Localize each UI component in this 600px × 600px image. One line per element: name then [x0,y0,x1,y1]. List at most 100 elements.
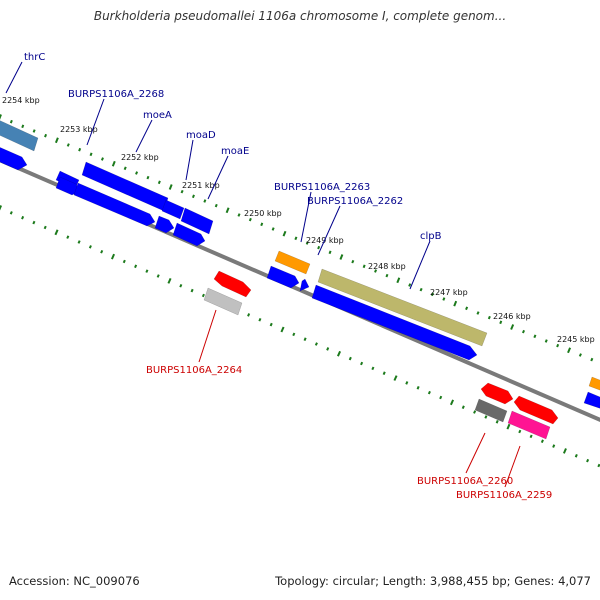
upper-scale-tick [100,157,104,161]
gene-rev-1[interactable] [0,143,28,171]
upper-scale-tick [499,320,503,325]
lower-scale-tick [292,332,296,337]
tick-label-2254: 2254 kbp [2,96,40,105]
lower-scale-tick [9,211,13,215]
tick-label-2253: 2253 kbp [60,125,98,134]
lower-scale-tick [540,439,544,443]
upper-scale-tick [248,217,252,222]
gene-lower-red-2[interactable] [480,382,514,405]
lower-scale-tick [427,390,431,395]
upper-scale-tick [21,124,25,129]
gene-label-burps-2268[interactable]: BURPS1106A_2268 [68,89,164,100]
gene-label-burps-2263[interactable]: BURPS1106A_2263 [274,182,370,193]
leader-moaD [185,139,194,181]
upper-scale-tick [294,236,298,241]
gene-burps-2260[interactable] [474,398,508,423]
upper-scale-tick [168,184,173,190]
lower-scale-tick [77,240,81,244]
upper-scale-tick [317,245,321,250]
gene-rev-4[interactable] [154,215,175,234]
gene-edge-right[interactable] [588,376,600,392]
leader-burps-2264 [198,309,217,363]
lower-scale-tick [416,386,420,390]
upper-scale-tick [146,175,150,180]
lower-scale-tick [336,350,342,357]
lower-scale-tick [597,463,600,468]
gene-label-burps-2262[interactable]: BURPS1106A_2262 [307,196,403,207]
gene-moaE[interactable] [180,207,214,235]
gene-rev-5[interactable] [172,222,206,247]
lower-scale-tick [145,269,149,273]
lower-scale-tick [506,423,511,430]
lower-scale-tick [405,381,409,385]
gene-label-burps-2260[interactable]: BURPS1106A_2260 [417,476,513,487]
lower-scale-tick [280,326,285,333]
upper-scale-tick [567,347,572,354]
gene-burps-2263[interactable] [274,250,311,275]
gene-rev-8[interactable] [311,284,478,361]
lower-scale-tick [529,434,533,439]
upper-scale-tick [465,306,469,311]
gene-label-moaE[interactable]: moaE [221,146,249,157]
lower-scale-tick [43,225,47,230]
gene-label-moaD[interactable]: moaD [186,130,216,141]
upper-scale-tick [419,287,423,292]
gene-lower-red-1[interactable] [213,270,252,298]
gene-lower-red-3[interactable] [513,395,559,425]
lower-scale-tick [110,253,116,260]
upper-scale-tick [237,213,241,217]
lower-scale-tick [552,444,556,448]
lower-scale-tick [201,293,205,298]
tick-label-2246: 2246 kbp [493,312,531,321]
upper-scale-tick [180,189,184,194]
lower-scale-tick [371,366,375,371]
upper-scale-tick [430,292,434,297]
upper-scale-tick [442,297,446,301]
gene-moaD[interactable] [161,199,185,220]
upper-scale-tick [351,259,355,264]
lower-scale-tick [100,249,104,254]
tick-label-2252: 2252 kbp [121,153,159,162]
tick-label-2245: 2245 kbp [557,335,595,344]
lower-scale-tick [574,454,578,458]
gene-label-moeA[interactable]: moeA [143,110,172,121]
upper-scale-tick [339,254,344,260]
lower-scale-tick [32,220,36,225]
upper-scale-tick [44,133,48,138]
gene-rev-3[interactable] [73,182,156,227]
upper-scale-tick [556,343,560,348]
upper-scale-tick [305,241,309,245]
lower-scale-tick [495,420,499,424]
gene-clpB[interactable] [317,268,488,347]
gene-rev-7[interactable] [299,278,310,292]
gene-label-burps-2259[interactable]: BURPS1106A_2259 [456,490,552,501]
leader-burps-2263 [300,191,312,243]
gene-burps-2264[interactable] [203,287,243,316]
upper-scale-tick [396,277,401,284]
lower-scale-tick [484,415,488,419]
lower-scale-tick [326,347,330,351]
lower-scale-tick [179,283,183,288]
lower-scale-tick [122,259,126,264]
accession-text: Accession: NC_009076 [9,574,140,588]
gene-burps-2259[interactable] [507,410,551,440]
gene-label-clpB[interactable]: clpB [420,231,442,242]
gene-label-burps-2264[interactable]: BURPS1106A_2264 [146,365,242,376]
lower-scale-tick [54,229,59,236]
lower-scale-tick [473,410,477,414]
gene-label-thrC[interactable]: thrC [24,52,45,63]
map-title: Burkholderia pseudomallei 1106a chromoso… [93,9,507,23]
upper-scale-tick [157,180,161,185]
lower-scale-tick [21,215,25,220]
upper-scale-tick [225,207,230,214]
leader-moaE [207,155,229,200]
upper-scale-tick [362,264,366,269]
upper-scale-tick [9,119,13,124]
lower-scale-tick [360,361,364,366]
gene-thrC[interactable] [0,116,39,152]
gene-rev-6[interactable] [266,265,300,289]
leader-moeA [135,119,153,153]
upper-scale-tick [533,334,537,339]
gene-rev-edge[interactable] [583,391,600,410]
upper-scale-tick [0,114,2,120]
